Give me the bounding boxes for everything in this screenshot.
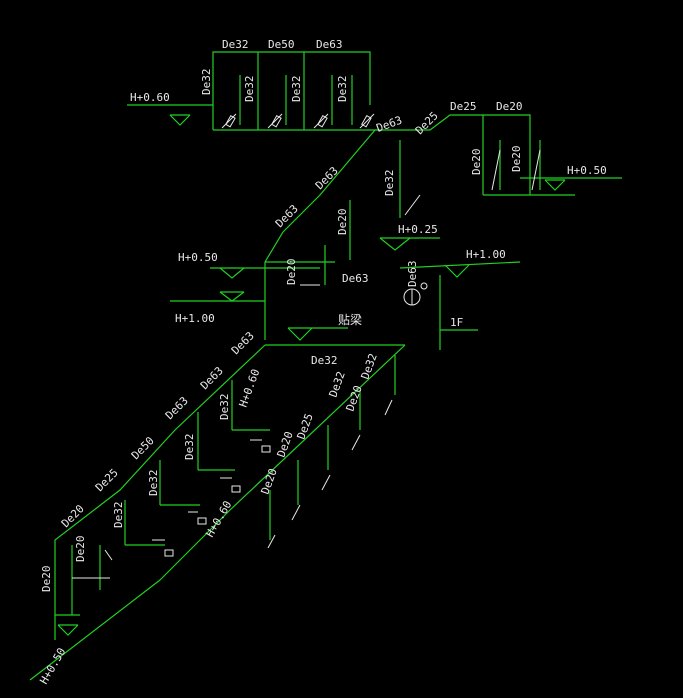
- lower-manifold: [29, 327, 406, 681]
- label-de32-r1: De32: [359, 352, 380, 381]
- label-de25-right: De25: [450, 100, 477, 113]
- label-de32-v5: De32: [218, 394, 231, 421]
- label-de32-low: De32: [311, 354, 338, 367]
- label-de20-v10: De20: [74, 536, 87, 563]
- label-top-de63: De63: [316, 38, 343, 51]
- right-upper-branch: [375, 114, 622, 196]
- label-de20-r2: De20: [344, 384, 365, 413]
- label-de20-right: De20: [496, 100, 523, 113]
- label-top-v3: De32: [290, 76, 303, 103]
- label-de20-v9: De20: [40, 566, 53, 593]
- label-top-v4: De32: [336, 76, 349, 103]
- label-h100-right: H+1.00: [466, 248, 506, 261]
- label-de50-low: De50: [129, 434, 157, 462]
- label-de63-diag1: De63: [313, 164, 341, 192]
- label-h060-top: H+0.60: [130, 91, 170, 104]
- label-de63-mid: De63: [375, 114, 404, 135]
- label-de63-c: De63: [342, 272, 369, 285]
- label-de20-r6: De20: [259, 467, 280, 496]
- label-de32-r3: De32: [327, 370, 348, 399]
- label-top-de50: De50: [268, 38, 295, 51]
- label-de32-v7: De32: [147, 470, 160, 497]
- label-h050-bottom: H+0.50: [37, 646, 68, 687]
- label-de20-c2: De20: [285, 259, 298, 286]
- top-manifold: [127, 51, 375, 131]
- label-h025: H+0.25: [398, 223, 438, 236]
- label-de32-v8: De32: [112, 502, 125, 529]
- label-top-de32: De32: [222, 38, 249, 51]
- label-de63-valve: De63: [406, 261, 419, 288]
- label-de20-c1: De20: [336, 209, 349, 236]
- label-de20-rv1: De20: [470, 149, 483, 176]
- label-de63-low3: De63: [163, 394, 191, 422]
- label-de25-mid: De25: [413, 109, 441, 137]
- label-h050-right: H+0.50: [567, 164, 607, 177]
- label-h060-low: H+0.60: [237, 367, 263, 409]
- label-de63-low: De63: [229, 329, 257, 357]
- label-de25-r5: De25: [295, 412, 316, 441]
- label-de25-low: De25: [93, 466, 121, 494]
- label-h100-left: H+1.00: [175, 312, 215, 325]
- label-de32-v6: De32: [183, 434, 196, 461]
- label-floor: 1F: [450, 316, 463, 329]
- label-beam: 贴梁: [338, 312, 362, 327]
- label-top-v1: De32: [200, 69, 213, 96]
- label-top-v2: De32: [243, 76, 256, 103]
- label-de63-diag2: De63: [273, 202, 301, 230]
- label-h050-left: H+0.50: [178, 251, 218, 264]
- label-de20-r4: De20: [275, 430, 296, 459]
- label-h060-mid: H+0.60: [203, 499, 234, 540]
- label-de20-rv2: De20: [510, 146, 523, 173]
- label-de63-low2: De63: [198, 364, 226, 392]
- center-riser: [170, 129, 521, 350]
- label-de32-center: De32: [383, 170, 396, 197]
